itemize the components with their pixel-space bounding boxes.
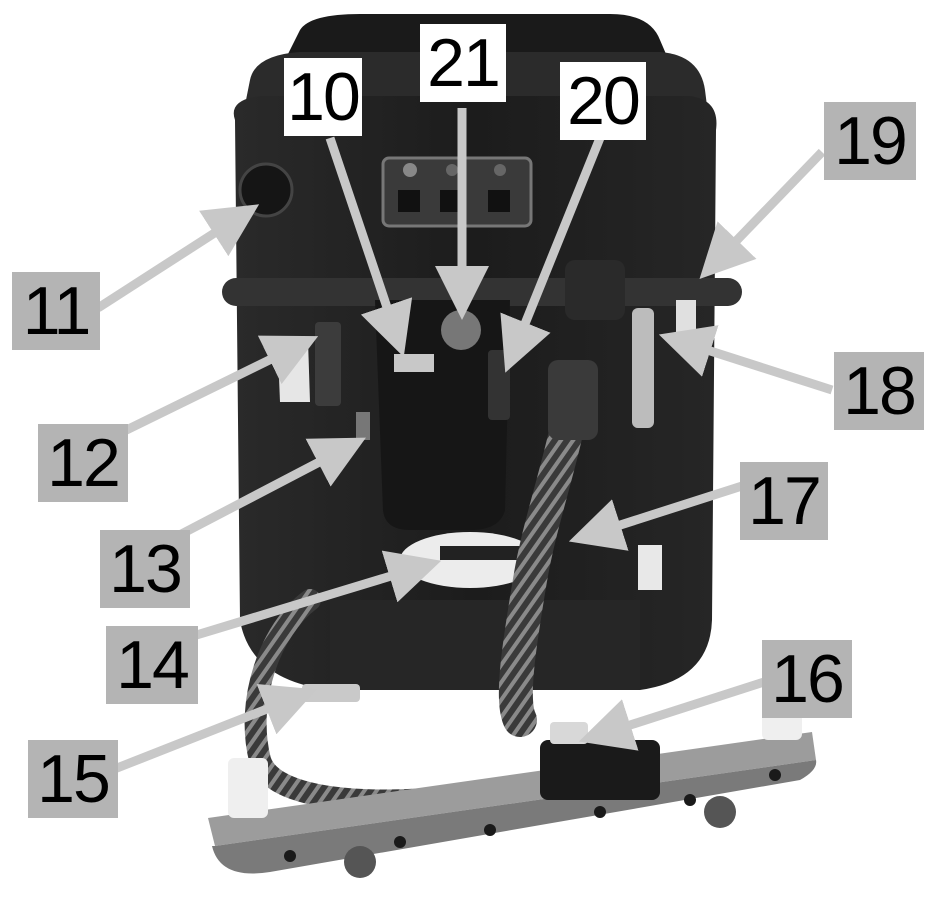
callout-17: 17 bbox=[740, 462, 828, 540]
callout-21: 21 bbox=[420, 24, 506, 102]
callout-12: 12 bbox=[38, 424, 128, 502]
callout-16: 16 bbox=[762, 640, 852, 718]
battery-indicator bbox=[394, 354, 434, 372]
callout-13: 13 bbox=[100, 530, 190, 608]
knob bbox=[441, 310, 481, 350]
callout-18: 18 bbox=[834, 352, 924, 430]
callout-14: 14 bbox=[106, 626, 198, 704]
valve bbox=[302, 684, 360, 702]
callout-20: 20 bbox=[560, 62, 646, 140]
callout-15: 15 bbox=[28, 740, 118, 818]
vacuum-hose bbox=[498, 373, 592, 737]
callout-11: 11 bbox=[12, 272, 100, 350]
hose-coupling bbox=[548, 360, 598, 440]
squeegee-blade bbox=[208, 732, 816, 846]
callout-10: 10 bbox=[284, 58, 362, 136]
callout-19: 19 bbox=[824, 102, 916, 180]
tank-cap bbox=[238, 162, 294, 218]
